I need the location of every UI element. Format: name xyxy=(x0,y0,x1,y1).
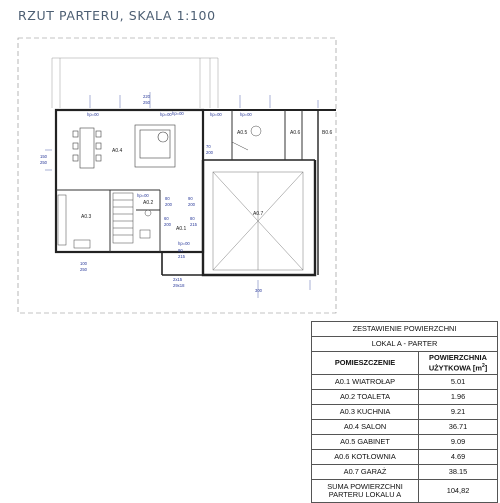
area-cell: 4.69 xyxy=(417,449,499,465)
boiler-room-fixtures xyxy=(231,125,262,151)
dimension-label: 215 xyxy=(178,254,186,259)
table-row: A0.3 KUCHNIA 9.21 xyxy=(311,404,499,420)
dimension-label: 80 xyxy=(190,216,195,221)
table-row: A0.2 TOALETA 1.96 xyxy=(311,389,499,405)
dining-table xyxy=(72,127,102,169)
dimension-label: 250 xyxy=(80,267,88,272)
area-cell: 5.01 xyxy=(417,374,499,390)
room-cell: A0.3 KUCHNIA xyxy=(311,404,419,420)
terrace-outline xyxy=(51,57,219,108)
level-marker: hp=00 xyxy=(178,241,190,246)
level-marker: hp=00 xyxy=(137,193,149,198)
room-label: A0.6 xyxy=(290,130,301,136)
level-marker: hp=00 xyxy=(240,112,252,117)
area-cell: 9.21 xyxy=(417,404,499,420)
area-cell: 38.15 xyxy=(417,464,499,480)
floor-plan: A0.1 A0.2 A0.3 A0.4 A0.5 A0.6 A0.7 B0.6 … xyxy=(17,37,337,314)
dimension-label: 250 xyxy=(143,100,151,105)
room-cell: A0.5 GABINET xyxy=(311,434,419,450)
room-cell: A0.7 GARAŻ xyxy=(311,464,419,480)
table-title: ZESTAWIENIE POWIERZCHNI xyxy=(310,321,499,337)
table-row: A0.4 SALON 36.71 xyxy=(311,419,499,435)
dimension-label: 250 xyxy=(40,160,48,165)
table-row: A0.6 KOTŁOWNIA 4.69 xyxy=(311,449,499,465)
dimension-label: 200 xyxy=(164,222,172,227)
level-marker: hp=00 xyxy=(87,112,99,117)
plot-boundary xyxy=(17,37,337,314)
room-labels: A0.1 A0.2 A0.3 A0.4 A0.5 A0.6 A0.7 B0.6 xyxy=(81,130,333,232)
stairs xyxy=(112,192,134,244)
column-header-area-sup: 2 xyxy=(481,362,485,369)
level-marker: hp=00 xyxy=(160,112,172,117)
column-header-area-close: ] xyxy=(484,363,488,373)
room-label: A0.7 xyxy=(253,211,264,217)
dimension-label: 60 xyxy=(164,216,169,221)
room-label: A0.5 xyxy=(237,130,248,136)
dimension-label: 215 xyxy=(190,222,198,227)
dimension-label: 100 xyxy=(80,261,88,266)
room-label: A0.2 xyxy=(143,200,154,206)
room-label: A0.1 xyxy=(176,226,187,232)
kitchen-counter xyxy=(57,194,91,249)
room-cell: A0.4 SALON xyxy=(311,419,419,435)
total-value: 104,82 xyxy=(417,479,499,503)
dimension-label: 200 xyxy=(206,150,214,155)
exterior-walls xyxy=(54,108,336,277)
area-cell: 9.09 xyxy=(417,434,499,450)
dimension-tags: 150 250 220 250 70 200 90 200 80 200 60 … xyxy=(40,94,263,293)
table-row: A0.5 GABINET 9.09 xyxy=(311,434,499,450)
dimension-label: 200 xyxy=(165,202,173,207)
sofa xyxy=(134,124,176,168)
dimension-label: 90 xyxy=(188,196,193,201)
total-label-line1: SUMA POWIERZCHNI xyxy=(327,482,403,491)
column-header-area: POWIERZCHNIA UŻYTKOWA [m2] xyxy=(417,351,499,375)
dimension-label: 2x15 xyxy=(173,277,183,282)
area-cell: 36.71 xyxy=(417,419,499,435)
column-header-area-line2: UŻYTKOWA [m xyxy=(428,363,482,373)
plan-title: RZUT PARTERU, SKALA 1:100 xyxy=(18,8,216,23)
level-marker: hp=00 xyxy=(210,112,222,117)
dimension-label: 200 xyxy=(188,202,196,207)
table-row: A0.7 GARAŻ 38.15 xyxy=(311,464,499,480)
table-subtitle: LOKAL A - PARTER xyxy=(310,336,499,352)
table-row: A0.1 WIATROŁAP 5.01 xyxy=(311,374,499,390)
dimension-label: 70 xyxy=(206,144,211,149)
column-header-area-line1: POWIERZCHNIA xyxy=(429,352,487,362)
interior-walls xyxy=(56,110,303,252)
room-label: B0.6 xyxy=(322,130,333,136)
column-header-room: POMIESZCZENIE xyxy=(311,351,419,375)
dimension-ticks xyxy=(45,92,319,298)
dimension-label: 150 xyxy=(40,154,48,159)
room-cell: A0.1 WIATROŁAP xyxy=(311,374,419,390)
room-label: A0.4 xyxy=(112,148,123,154)
total-label: SUMA POWIERZCHNI PARTERU LOKALU A xyxy=(311,479,419,503)
dimension-label: 90 xyxy=(178,248,183,253)
dimension-label: 80 xyxy=(165,196,170,201)
area-summary-table: ZESTAWIENIE POWIERZCHNI LOKAL A - PARTER… xyxy=(310,321,499,503)
dimension-label: 220 xyxy=(143,94,151,99)
room-cell: A0.2 TOALETA xyxy=(311,389,419,405)
dimension-label: 29x18 xyxy=(173,283,185,288)
dimension-label: 300 xyxy=(255,288,263,293)
room-label: A0.3 xyxy=(81,214,92,220)
level-markers: hp=00 hp=00 hp=00 hp=00 hp=00 hp=00 hp=0… xyxy=(87,111,252,246)
room-cell: A0.6 KOTŁOWNIA xyxy=(311,449,419,465)
garage-door-diagonals xyxy=(212,171,304,271)
area-cell: 1.96 xyxy=(417,389,499,405)
total-row: SUMA POWIERZCHNI PARTERU LOKALU A 104,82 xyxy=(311,479,499,503)
level-marker: hp=00 xyxy=(172,111,184,116)
toilet-fixtures xyxy=(139,209,152,239)
total-label-line2: PARTERU LOKALU A xyxy=(328,490,402,499)
